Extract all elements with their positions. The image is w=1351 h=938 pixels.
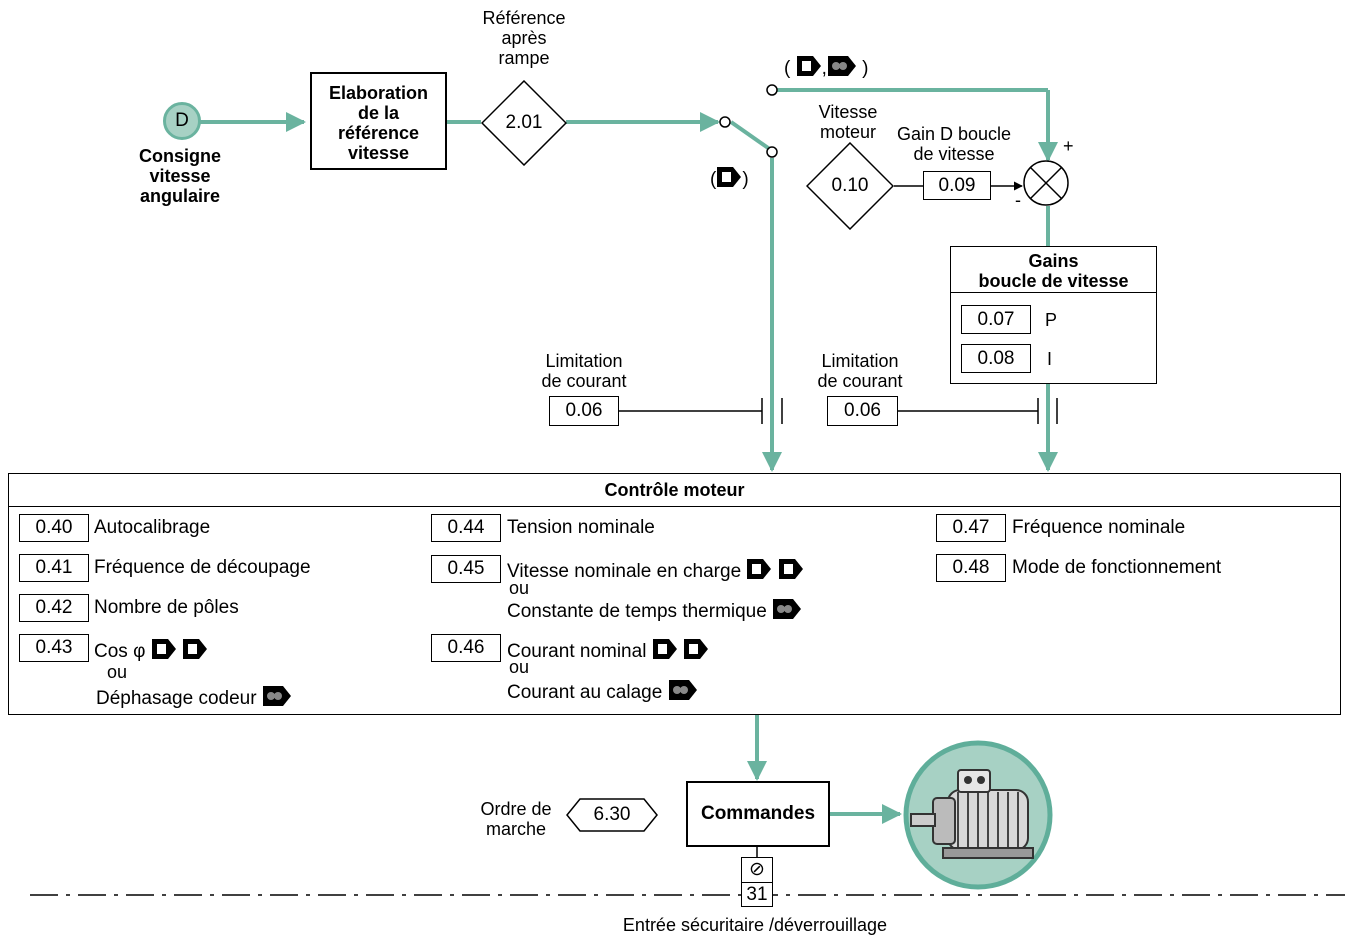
safety-label: Entrée sécuritaire /déverrouillage [622,915,888,935]
ramp-reference-param: 2.01 [505,112,543,133]
sum-plus-sign: + [1063,136,1074,156]
servo-icon [773,599,802,619]
param-0-41: 0.41 [19,554,89,582]
param-0-43: 0.43 [19,634,89,662]
input-terminal: D [163,102,201,140]
param-0-43-or: ou [107,662,128,682]
param-0-45-label: Vitesse nominale en charge [507,558,804,582]
safety-terminal-number: 31 [746,884,768,905]
motor-control-title: Contrôle moteur [9,474,1340,507]
closed-loop-icon [747,559,772,579]
param-0-48: 0.48 [936,554,1006,582]
gain-i-param: 0.08 [961,344,1031,373]
commands-block: Commandes [686,781,830,847]
current-limit-right-param: 0.06 [827,396,898,426]
gain-p-label: P [1045,310,1058,330]
param-0-44: 0.44 [431,514,501,542]
open-loop-icon [182,639,207,659]
param-0-48-label: Mode de fonctionnement [1012,557,1222,578]
motor-icon [903,740,1053,890]
run-order-param: 6.30 [566,798,658,832]
summing-junction [1023,160,1069,206]
param-0-47-label: Fréquence nominale [1012,517,1186,538]
speed-feedback-diamond: 0.10 [806,142,894,230]
param-0-43-label: Cos φ [94,638,208,662]
param-0-46-alt: Courant au calage [507,679,698,703]
switch-contact-lower [766,146,778,158]
param-0-46: 0.46 [431,634,501,662]
open-loop-icon [778,559,803,579]
servo-icon [827,56,856,76]
servo-icon [262,686,291,706]
param-0-42: 0.42 [19,594,89,622]
servo-icon [668,680,697,700]
gain-i-label: I [1047,349,1053,369]
safety-terminal: ⊘ 31 [741,857,773,907]
switch-contact-upper [766,84,778,96]
current-limit-left-param: 0.06 [549,396,619,426]
commands-label: Commandes [700,803,816,824]
switch-lower-label: () [710,166,749,191]
switch-contact-common [719,116,731,128]
param-0-40-label: Autocalibrage [94,517,211,538]
param-0-46-label: Courant nominal [507,638,709,662]
switch-upper-label: ( , ) [784,55,869,80]
param-0-45-or: ou [509,578,530,598]
param-0-45: 0.45 [431,555,501,583]
param-0-40: 0.40 [19,514,89,542]
param-0-42-label: Nombre de pôles [94,597,239,618]
gain-p-param: 0.07 [961,305,1031,334]
closed-loop-icon [717,167,742,187]
ramp-reference-diamond: 2.01 [481,80,567,166]
open-loop-icon [796,56,821,76]
param-0-44-label: Tension nominale [507,517,655,538]
param-0-45-alt: Constante de temps thermique [507,598,802,622]
switch-blade [729,120,773,152]
open-loop-icon [683,639,708,659]
closed-loop-icon [652,639,677,659]
sum-minus-sign: - [1015,190,1021,210]
param-0-41-label: Fréquence de découpage [94,557,311,578]
speed-feedback-param: 0.10 [831,175,869,196]
safety-symbol: ⊘ [742,858,772,883]
d-gain-param: 0.09 [923,171,991,200]
input-terminal-letter: D [175,110,189,131]
param-0-43-alt: Déphasage codeur [96,685,292,709]
param-0-46-or: ou [509,657,530,677]
closed-loop-icon [151,639,176,659]
motor-control-panel: Contrôle moteur [8,473,1341,715]
param-0-47: 0.47 [936,514,1006,542]
